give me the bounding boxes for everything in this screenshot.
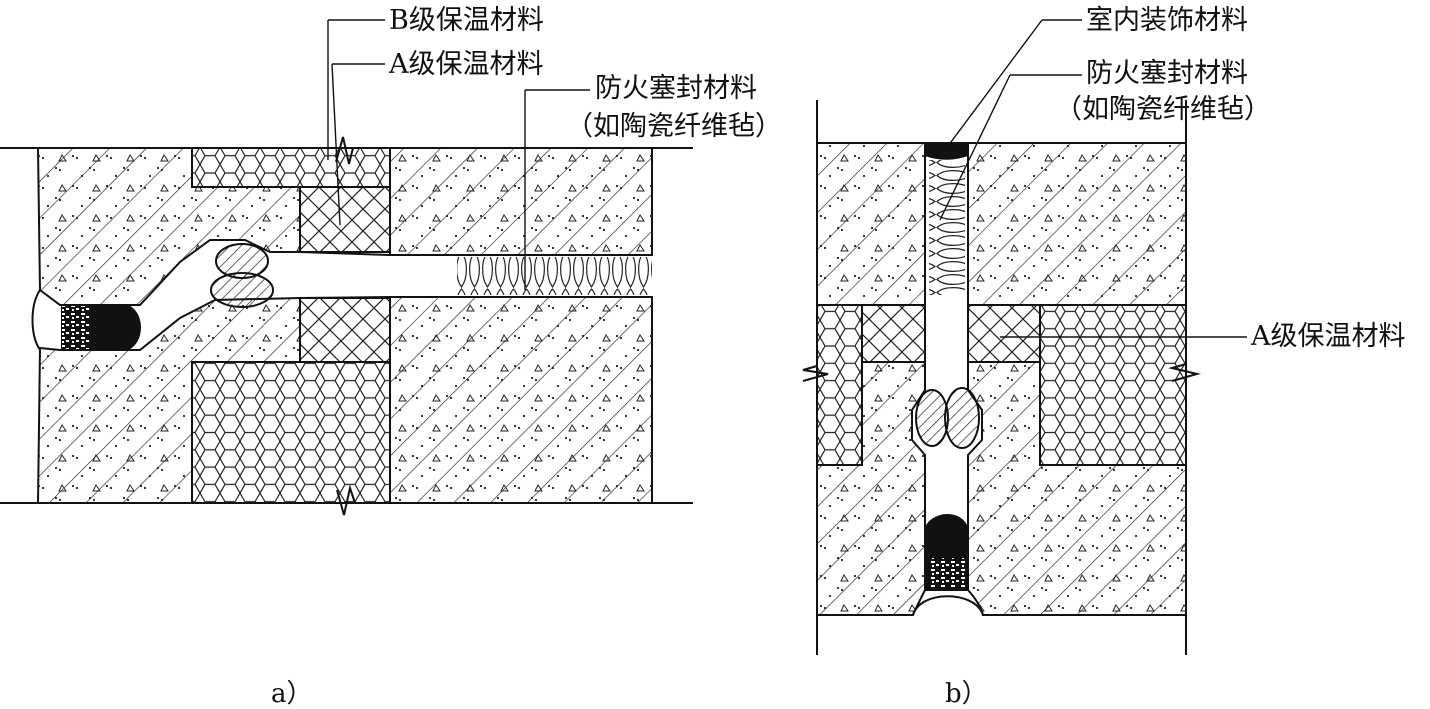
figure-b: 室内装饰材料 防火塞封材料 （如陶瓷纤维毡） A级保温材料 b） [802,5,1406,709]
leader-firestop-b [939,74,1082,221]
label-a-grade-insulation-b: A级保温材料 [1250,321,1406,352]
firestop-coil-b [929,160,965,295]
break-symbol-left-b [802,365,829,382]
break-symbol-right-b [1168,363,1201,382]
break-symbol-top-a [335,136,354,165]
caption-b: b） [945,679,988,709]
concrete-lower-left-b [816,361,926,616]
label-firestop-b: 防火塞封材料 [1086,58,1248,89]
sealant-speckle-b [929,558,965,588]
leader-a-grade-a [331,63,385,226]
label-firestop-a: 防火塞封材料 [595,73,757,104]
concrete-right-block-a [389,147,653,504]
caption-a: a） [271,679,313,709]
label-b-grade-insulation-a: B级保温材料 [389,5,544,36]
a-grade-insulation-left-b [861,304,926,363]
insulation-hex-right-b [1039,304,1187,466]
label-a-grade-insulation-a: A级保温材料 [388,49,544,80]
backer-rod-bottom-a [210,272,274,308]
joint-opening-b [912,595,984,616]
backer-rod-left-b [915,389,949,447]
label-interior-finish-b: 室内装饰材料 [1086,5,1248,36]
a-grade-insulation-right-b [967,304,1041,363]
leader-interior-b [944,19,1082,151]
sealant-speckle-a [62,306,90,349]
firestop-coil-a [457,257,652,295]
concrete-upper-right-b [967,142,1187,306]
backer-rod-right-b [944,387,980,449]
break-symbol-bottom-a [336,484,356,516]
joint-channel-a [299,251,391,299]
b-grade-insulation-bottom-a [191,361,391,504]
concrete-upper-left-b [816,142,926,306]
insulation-hex-left-b [816,304,863,466]
leader-firestop-a [524,89,590,290]
a-grade-insulation-top-a [299,186,391,253]
interior-finish-b [924,142,969,160]
concrete-lower-right-b [967,361,1187,616]
label-firestop-note-a: （如陶瓷纤维毡） [566,111,782,142]
a-grade-insulation-bottom-a [299,297,391,363]
leader-b-grade-a [327,19,385,160]
b-grade-insulation-a [191,147,391,188]
label-firestop-note-b: （如陶瓷纤维毡） [1055,94,1271,125]
figure-a: B级保温材料 A级保温材料 防火塞封材料 （如陶瓷纤维毡） a） [0,5,782,709]
